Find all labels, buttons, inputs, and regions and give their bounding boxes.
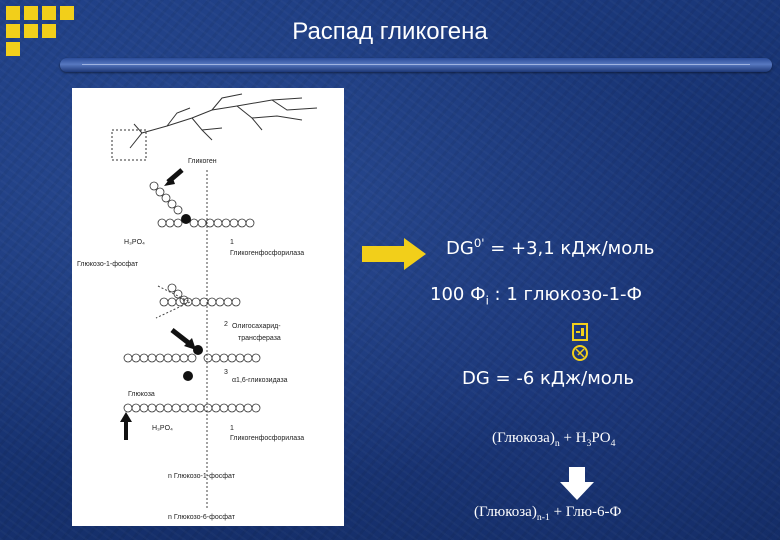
dg-actual: DG = -6 кДж/моль (462, 368, 634, 389)
dg-standard-value: = +3,1 кДж/моль (484, 238, 655, 259)
dg-standard: DG0' = +3,1 кДж/моль (446, 236, 654, 259)
reactant-a-sub: n (554, 438, 560, 449)
transform-symbol-icon (572, 323, 588, 361)
ratio-suffix: : 1 глюкозо-1-Ф (488, 284, 643, 305)
h3po4-label: H₃PO₄ (124, 239, 145, 246)
slide-title: Распад гликогена (292, 18, 488, 45)
product-a: (Глюкоза) (474, 504, 537, 520)
reactant-b-pre: + H (559, 430, 587, 446)
chain-stage1 (149, 181, 255, 228)
transferase-dot (193, 345, 203, 355)
selection-box (111, 129, 147, 161)
reaction-products: (Глюкоза)n-1 + Глю-6-Ф (474, 504, 621, 523)
product-b: + Глю-6-Ф (549, 504, 622, 520)
h3po4-label-2: H₃PO₄ (152, 425, 173, 432)
dg-standard-sup: 0' (473, 236, 485, 250)
ratio-prefix: 100 Ф (430, 284, 486, 305)
product-n1-label: n Глюкозо-1-фосфат (168, 473, 236, 480)
reactant-b-mid: PO (591, 430, 611, 446)
product1-label: Глюкозо-1-фосфат (77, 261, 139, 268)
step1-number: 1 (230, 239, 234, 246)
ratio-text: 100 Фi : 1 глюкозо-1-Ф (430, 284, 642, 308)
enzyme3-label: α1,6-гликозидаза (232, 377, 288, 384)
chain-stage4 (123, 403, 261, 413)
step3-number: 3 (224, 369, 228, 376)
reaction-reactants: (Глюкоза)n + H3PO4 (492, 430, 615, 449)
diagram-svg: Гликоген H₃PO₄ 1 Гликогенфосфорилаза Глю… (77, 93, 318, 521)
decorative-squares (6, 6, 76, 66)
phosphorylase-dot-1 (181, 214, 191, 224)
dg-standard-prefix: DG (446, 238, 474, 259)
glycogen-tree (129, 93, 318, 149)
chain-stage3 (123, 353, 261, 363)
glycogen-label: Гликоген (188, 158, 217, 165)
reactant-b-sub2: 4 (610, 438, 616, 449)
right-arrow-icon (362, 238, 426, 270)
ratio-sub: i (485, 293, 489, 308)
product-a-sub: n-1 (536, 512, 550, 523)
reactant-b-sub1: 3 (586, 438, 592, 449)
glucosidase-dot (183, 371, 193, 381)
pointer-arrow-2 (170, 328, 192, 346)
reactant-a: (Глюкоза) (492, 430, 555, 446)
step2-number: 2 (224, 321, 228, 328)
down-arrow-icon (560, 467, 594, 500)
glucose-label: Глюкоза (128, 391, 155, 398)
product-n6-label: n Глюкозо-6-фосфат (168, 514, 236, 521)
enzyme2-line2: трансфераза (238, 335, 281, 342)
glycogen-breakdown-diagram: Гликоген H₃PO₄ 1 Гликогенфосфорилаза Глю… (72, 88, 344, 526)
step1b-number: 1 (230, 425, 234, 432)
enzyme1b-label: Гликогенфосфорилаза (230, 435, 304, 442)
chain-stage2 (159, 283, 241, 307)
enzyme1-label: Гликогенфосфорилаза (230, 250, 304, 257)
enzyme2-line1: Олигосахарид- (232, 323, 281, 330)
title-underline-bar (60, 58, 772, 72)
